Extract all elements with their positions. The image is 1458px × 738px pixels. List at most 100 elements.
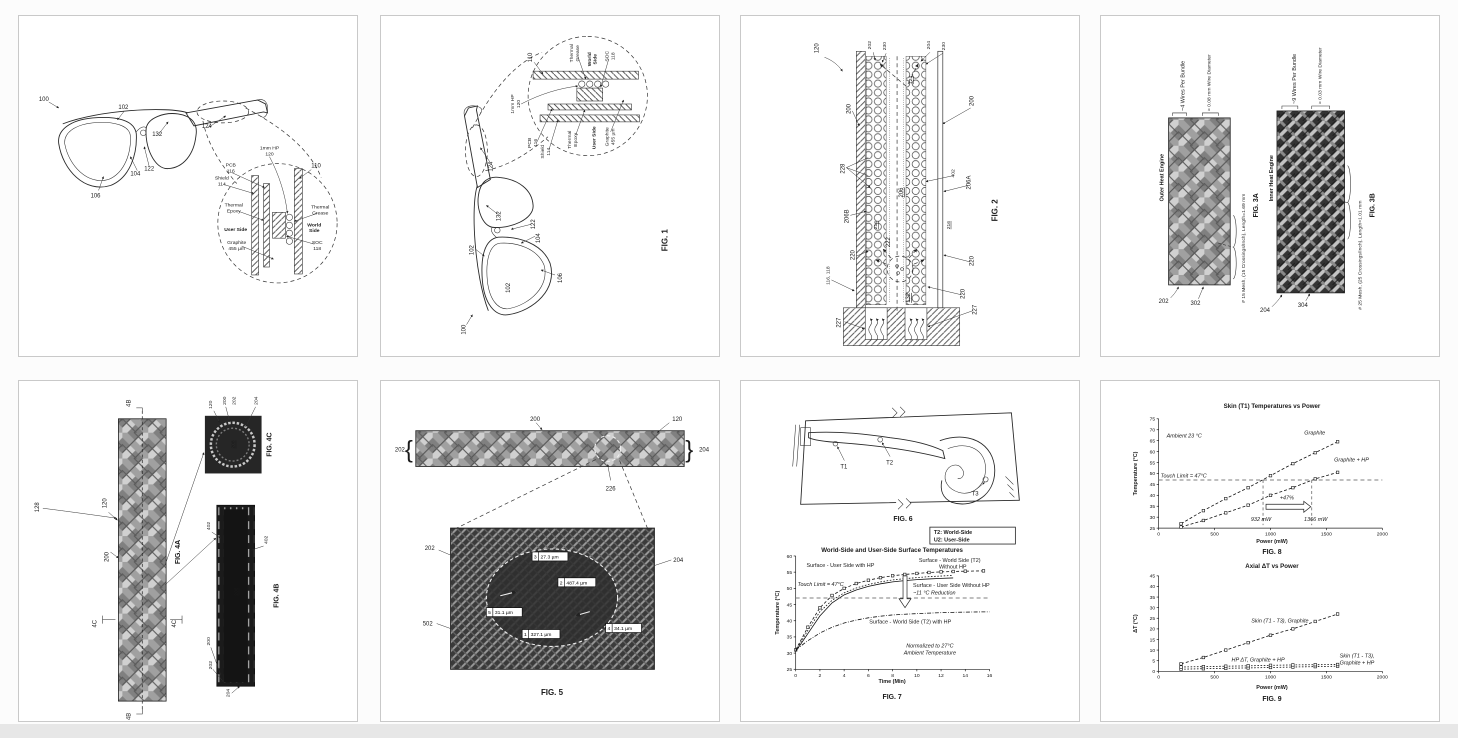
part-label: Graphite — [227, 240, 246, 246]
ref-label: 206B — [844, 209, 850, 223]
svg-text:1: 1 — [524, 632, 527, 638]
head-band-outline — [800, 412, 1020, 505]
annotation: Ambient 23 °C — [1166, 434, 1202, 440]
annotation: Surface - User Side with HP — [806, 563, 874, 569]
fig5-labels: 200 120 202 { } 204 226 202 502 204 FIG.… — [395, 417, 710, 697]
ref-label: 200 — [222, 396, 228, 405]
fig5-pore-region — [486, 549, 618, 647]
series-label: Graphite + HP — [1334, 458, 1369, 464]
ref-label: 206 — [899, 187, 905, 198]
ref-label: 204 — [1260, 308, 1271, 314]
ref-label: 208 — [234, 587, 240, 596]
ref-label: 102 — [469, 244, 475, 255]
y-tick-label: 55 — [1150, 460, 1156, 466]
fig-caption: FIG. 9 — [1262, 696, 1281, 703]
part-label: World — [307, 222, 321, 228]
fig-caption: FIG. 5 — [541, 688, 564, 697]
fig-caption: FIG. 4C — [267, 432, 274, 456]
ear-inner — [944, 445, 986, 494]
legend-entry: U2: User-Side — [934, 538, 970, 544]
x-tick-label: 10 — [914, 673, 920, 679]
svg-text:27.3 µm: 27.3 µm — [541, 554, 559, 560]
data-point — [1336, 612, 1340, 616]
x-tick-label: 6 — [867, 673, 870, 679]
part-label: PCB — [527, 137, 533, 148]
y-tick-label: 65 — [1150, 438, 1156, 444]
data-point — [866, 578, 870, 582]
annotation: ~11 °C Reduction — [913, 591, 956, 597]
x-axis-title: Power (mW) — [1256, 685, 1288, 691]
t1-probe — [832, 440, 839, 447]
y-tick-label: 45 — [1150, 574, 1156, 580]
fig1-art: 100 102 102 132 124 104 122 106 110 1mm … — [462, 16, 669, 335]
fig1-upright-labels: 100 102 132 124 104 122 106 110 1mm HP 1… — [39, 97, 329, 252]
t2-probe — [877, 436, 883, 443]
ref-label: 228 — [840, 163, 846, 174]
x-tick-label: 2 — [819, 673, 822, 679]
svg-text:34.1 µm: 34.1 µm — [614, 626, 632, 632]
y-tick-label: 30 — [1150, 605, 1156, 611]
x-tick-label: 1000 — [1265, 675, 1276, 681]
series-skin-t1-t3-graphite-plus-hp — [1181, 664, 1338, 668]
data-point — [927, 570, 931, 575]
ref-label: 102 — [506, 282, 512, 293]
x-tick-label: 500 — [1210, 532, 1219, 538]
fig-caption: FIG. 4B — [273, 584, 280, 608]
t3-probe — [982, 476, 989, 483]
data-point — [1179, 525, 1183, 529]
data-point — [1291, 486, 1295, 490]
y-tick-label: 25 — [1150, 526, 1156, 532]
ref-label: 204 — [254, 396, 260, 405]
ref-label: 206A — [967, 176, 973, 190]
chart-title: World-Side and User-Side Surface Tempera… — [821, 547, 963, 554]
y-tick-label: 45 — [787, 602, 793, 608]
svg-text:327.1 µm: 327.1 µm — [531, 632, 552, 638]
fig4c-outer-mesh-ring — [209, 421, 256, 468]
part-label: 120 — [265, 152, 274, 158]
ref-label: 200 — [846, 103, 852, 114]
part-label: User Side — [224, 227, 247, 233]
part-label: Grease — [312, 210, 329, 216]
part-label: Epoxy — [573, 132, 579, 146]
svg-text:487.4 µm: 487.4 µm — [566, 580, 587, 586]
ref-label: 124 — [202, 124, 213, 130]
series-graphite — [1180, 441, 1338, 525]
ref-label: 200 — [530, 417, 541, 423]
ref-label: 227 — [973, 304, 979, 315]
y-tick-label: 35 — [1150, 595, 1156, 601]
svg-text:5: 5 — [488, 610, 491, 616]
part-label: Graphite — [605, 127, 611, 146]
fig-caption: FIG. 7 — [882, 694, 901, 701]
section-label: 4C — [93, 619, 99, 627]
data-point — [1268, 474, 1273, 478]
annotation: ~9 Wires Per Bundle — [1292, 54, 1298, 104]
part-label: Shield — [215, 176, 229, 182]
evaporator-base — [843, 307, 961, 346]
data-point — [1224, 664, 1228, 668]
ref-label: 120 — [102, 498, 108, 509]
data-point — [1291, 627, 1295, 631]
fig-caption: FIG. 2 — [990, 199, 999, 222]
fig-caption: FIG. 4A — [175, 540, 182, 564]
part-label: 116 — [227, 169, 235, 175]
fig4-art: 4B 4B 4C 4C 128 120 200 FIG. 4A 120 200 … — [35, 396, 281, 720]
x-tick-label: 4 — [843, 673, 846, 679]
y-tick-label: 30 — [1150, 515, 1156, 521]
data-point — [1224, 511, 1228, 515]
vapor-bubble-detail — [886, 255, 914, 283]
fig5-braid-band-photo — [415, 430, 685, 467]
reduction-arrow — [898, 575, 912, 609]
x-axis-title: Time (Min) — [879, 679, 906, 685]
x-tick-label: 0 — [1157, 675, 1160, 681]
fig4b-core — [223, 509, 248, 683]
series-label: Graphite — [1304, 431, 1325, 437]
part-label: 114 — [546, 148, 552, 156]
data-point — [1201, 509, 1205, 513]
left-wick-column — [866, 56, 887, 305]
series-label: Graphite + HP — [1340, 660, 1375, 666]
ref-label: 216 — [946, 221, 952, 230]
data-point — [1268, 633, 1273, 637]
